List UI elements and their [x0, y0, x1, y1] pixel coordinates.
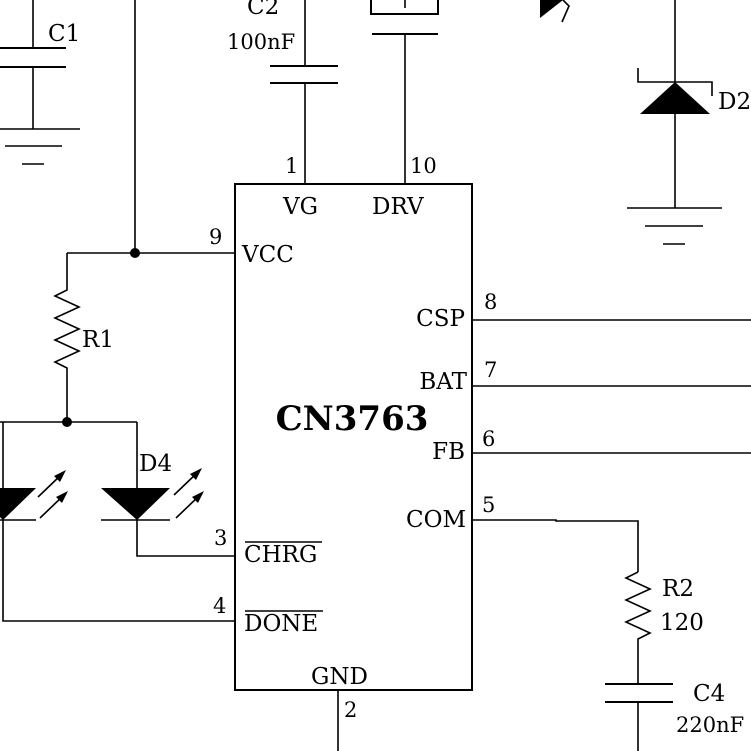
- pin-vcc-number: 9: [209, 225, 222, 249]
- partial-diode-tail: [561, 0, 570, 23]
- pin-com-number: 5: [482, 493, 495, 517]
- pin-fb-number: 6: [482, 427, 495, 451]
- mosfet-body: [370, 0, 439, 15]
- vcc-junction-dot: [130, 248, 140, 258]
- r1-ref: R1: [82, 327, 114, 353]
- pin-fb-label: FB: [432, 439, 465, 465]
- ic-name: CN3763: [276, 399, 429, 439]
- d4-ref: D4: [139, 451, 172, 477]
- chrg-wire: [136, 518, 235, 557]
- pin-csp-number: 8: [484, 290, 497, 314]
- pin-chrg-number: 3: [214, 526, 227, 550]
- c4-value: 220nF: [676, 713, 744, 737]
- pin-bat-label: BAT: [419, 369, 467, 395]
- pin-chrg-label: CHRG: [244, 542, 317, 568]
- c1-ref: C1: [48, 21, 80, 47]
- ic-body: [234, 183, 473, 691]
- d2-zener-bar: [637, 68, 713, 96]
- pin-gnd-label: GND: [311, 664, 368, 690]
- d2-diode-icon: [640, 82, 710, 114]
- pin-com-label: COM: [406, 507, 466, 533]
- c2-ref: C2: [247, 0, 279, 20]
- c2-value: 100nF: [227, 30, 295, 54]
- pin-vg-label: VG: [282, 194, 318, 220]
- pin-gnd-number: 2: [344, 698, 357, 722]
- d2-ref: D2: [718, 89, 751, 115]
- pin-done-label: DONE: [244, 611, 318, 637]
- led-left-light-arrows-icon: [37, 470, 68, 519]
- partial-diode-icon: [540, 0, 563, 18]
- r2-ref: R2: [662, 576, 694, 602]
- led-left-diode-icon: [0, 488, 36, 520]
- r2-value: 120: [660, 610, 704, 636]
- pin-done-number: 4: [213, 594, 226, 618]
- r2-resistor-icon: [624, 571, 652, 684]
- pin-drv-number: 10: [410, 154, 437, 178]
- pin-vg-number: 1: [285, 154, 298, 178]
- pin-csp-label: CSP: [416, 306, 465, 332]
- pin-drv-label: DRV: [372, 194, 424, 220]
- r1-junction-dot: [62, 417, 72, 427]
- com-wire: [472, 519, 639, 572]
- c4-ref: C4: [693, 681, 725, 707]
- pin-bat-number: 7: [484, 358, 497, 382]
- pin-vcc-label: VCC: [241, 242, 294, 268]
- d4-diode-icon: [101, 488, 170, 520]
- done-wire: [2, 520, 235, 622]
- d4-light-arrows-icon: [173, 468, 204, 519]
- r1-resistor-icon: [53, 253, 81, 422]
